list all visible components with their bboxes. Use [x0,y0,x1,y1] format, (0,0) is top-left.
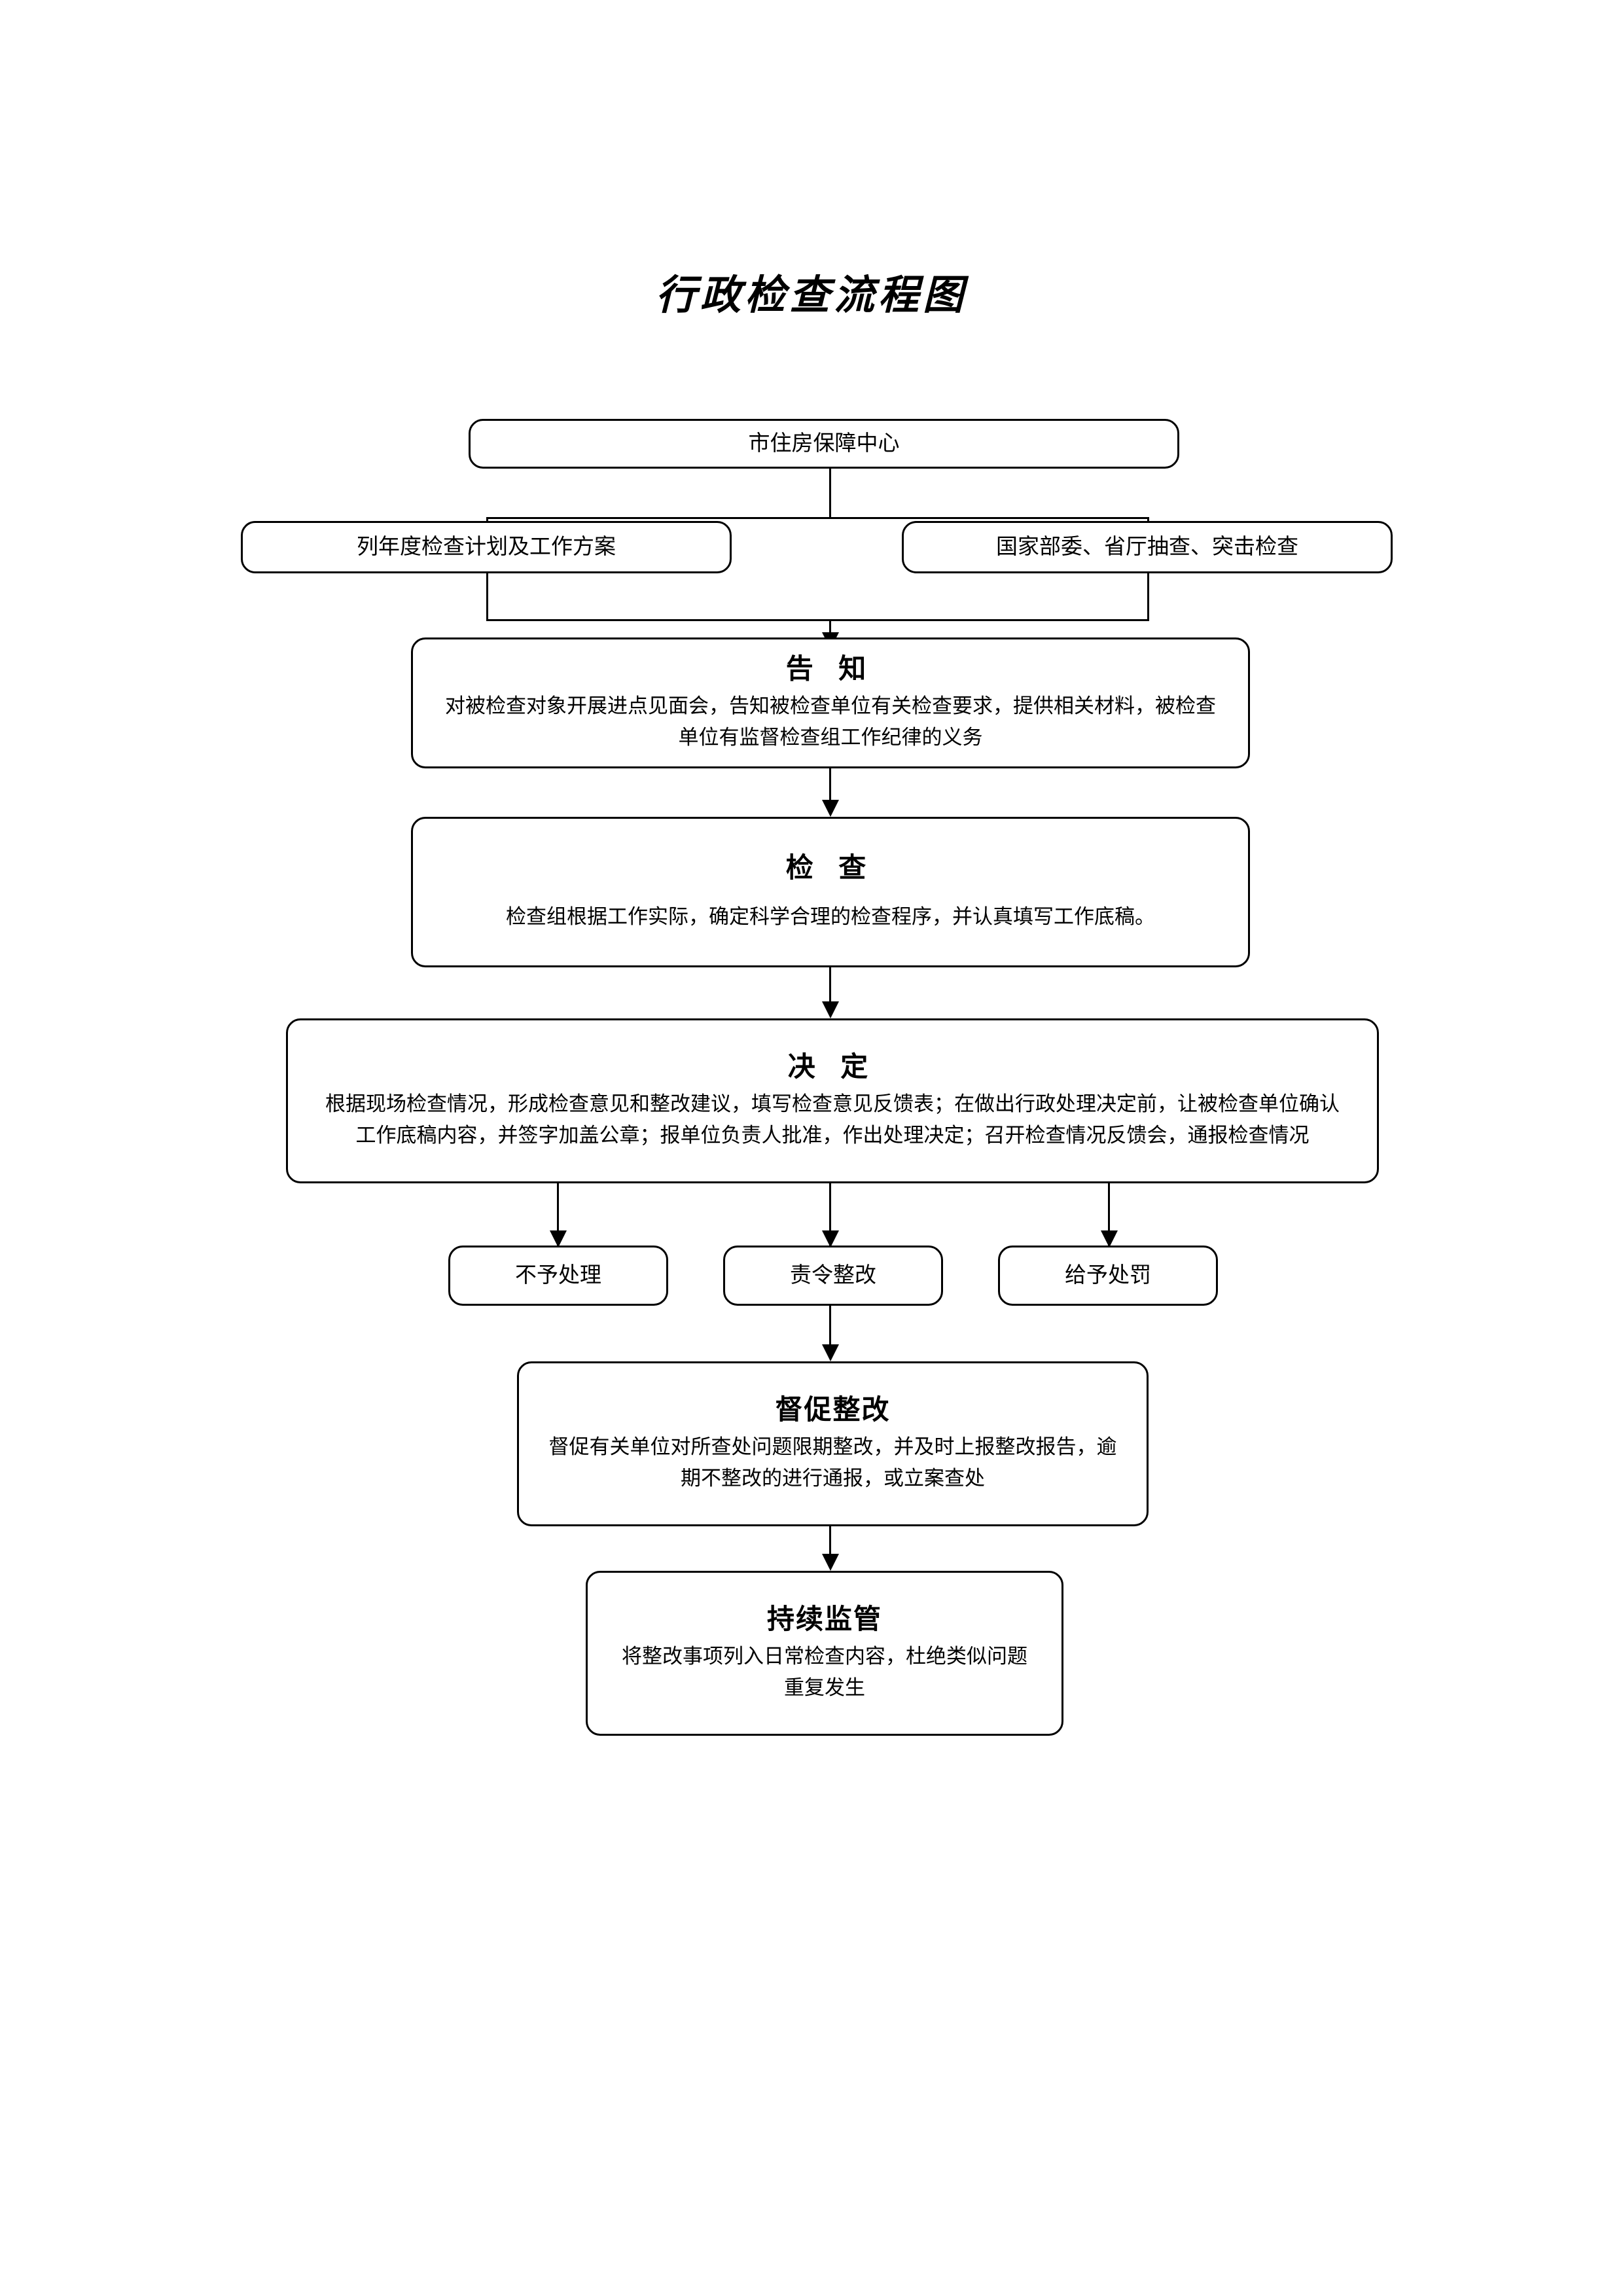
edge-inspection-to-decision [829,967,831,1007]
node-heading: 告 知 [785,654,876,685]
edge-supervise-to-continuous [829,1526,831,1560]
edge-decision-to-penalty [1108,1183,1110,1246]
node-body: 对被检查对象开展进点见面会，告知被检查单位有关检查要求，提供相关材料，被检查单位… [445,694,1216,749]
node-heading: 持续监管 [766,1604,882,1635]
node-heading: 督促整改 [775,1395,891,1426]
edge-notification-to-inspection [829,768,831,805]
node-inspection[interactable]: 检 查 检查组根据工作实际，确定科学合理的检查程序，并认真填写工作底稿。 [411,817,1250,967]
node-label: 给予处罚 [1065,1263,1151,1287]
node-label: 责令整改 [790,1263,876,1287]
node-label: 市住房保障中心 [748,431,900,456]
node-impose-penalty[interactable]: 给予处罚 [998,1246,1218,1306]
page-title: 行政检查流程图 [655,274,967,318]
arrowhead-to-supervise [822,1344,839,1361]
edge-plan-to-merge [486,573,488,619]
edge-spotcheck-to-merge [1147,573,1149,619]
node-heading: 检 查 [785,853,876,884]
node-order-rectification[interactable]: 责令整改 [723,1246,943,1306]
node-no-action[interactable]: 不予处理 [448,1246,668,1306]
arrowhead-to-noaction [550,1230,567,1247]
edge-split-bar-top [486,517,1149,519]
node-heading: 决 定 [787,1052,878,1083]
edge-decision-to-order [829,1183,831,1246]
node-label: 不予处理 [515,1263,601,1287]
node-label: 国家部委、省厅抽查、突击检查 [996,535,1298,559]
arrowhead-to-penalty [1101,1230,1118,1247]
arrowhead-to-order [822,1230,839,1247]
node-notification[interactable]: 告 知 对被检查对象开展进点见面会，告知被检查单位有关检查要求，提供相关材料，被… [411,637,1250,768]
edge-center-to-split [829,469,831,517]
arrowhead-to-decision [822,1001,839,1018]
node-label: 列年度检查计划及工作方案 [357,535,616,559]
edge-merge-bar [486,619,1149,621]
node-annual-inspection-plan[interactable]: 列年度检查计划及工作方案 [241,521,732,573]
edge-merge-to-notification [829,619,831,639]
arrowhead-to-continuous [822,1554,839,1571]
node-body: 检查组根据工作实际，确定科学合理的检查程序，并认真填写工作底稿。 [506,905,1155,929]
edge-order-to-supervise [829,1306,831,1350]
node-body: 将整改事项列入日常检查内容，杜绝类似问题重复发生 [622,1645,1027,1700]
node-decision[interactable]: 决 定 根据现场检查情况，形成检查意见和整改建议，填写检查意见反馈表；在做出行政… [286,1018,1379,1183]
node-supervise-rectification[interactable]: 督促整改 督促有关单位对所查处问题限期整改，并及时上报整改报告，逾期不整改的进行… [517,1361,1149,1526]
node-continuous-supervision[interactable]: 持续监管 将整改事项列入日常检查内容，杜绝类似问题重复发生 [586,1571,1063,1736]
node-body: 督促有关单位对所查处问题限期整改，并及时上报整改报告，逾期不整改的进行通报，或立… [548,1435,1117,1490]
node-national-provincial-spot-check[interactable]: 国家部委、省厅抽查、突击检查 [902,521,1393,573]
node-body: 根据现场检查情况，形成检查意见和整改建议，填写检查意见反馈表；在做出行政处理决定… [325,1092,1340,1147]
edge-decision-to-noaction [557,1183,559,1246]
node-city-housing-security-center[interactable]: 市住房保障中心 [469,419,1179,469]
arrowhead-to-inspection [822,800,839,817]
